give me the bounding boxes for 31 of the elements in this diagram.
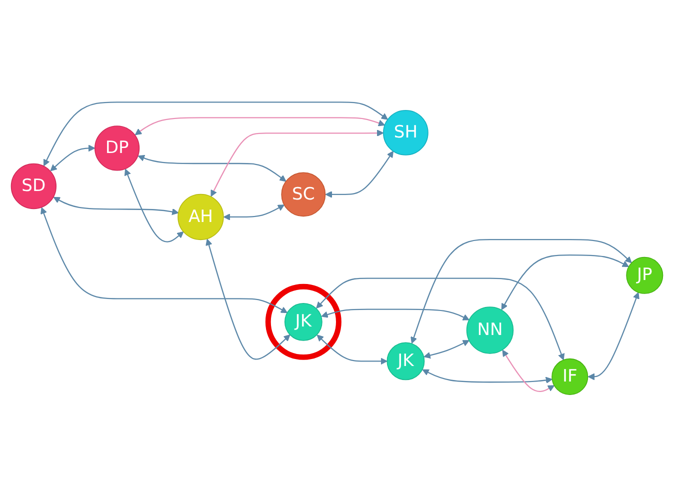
arrow	[316, 278, 565, 360]
node-circle: IF	[552, 358, 588, 396]
arrow	[223, 204, 285, 220]
node-circle: JK	[284, 303, 322, 341]
arrow	[134, 117, 386, 136]
node-circle: AH	[178, 194, 224, 240]
arrow	[316, 334, 388, 365]
node-circle: JP	[626, 257, 664, 294]
node-circle: SC	[281, 172, 326, 217]
arrow	[501, 254, 630, 310]
arrow	[588, 292, 640, 380]
arrow	[502, 350, 555, 392]
arrow	[138, 154, 286, 182]
cluster	[265, 284, 342, 360]
arrow	[53, 196, 179, 216]
arrow	[124, 168, 184, 242]
arrow	[50, 144, 96, 172]
arrow	[325, 150, 394, 198]
node-circle: JK	[386, 342, 425, 380]
arrow	[424, 340, 470, 359]
arrow	[206, 238, 290, 360]
node-circle: SH	[383, 110, 428, 156]
node-circle: NN	[466, 306, 514, 354]
node-circle: SD	[10, 164, 56, 210]
arrow	[40, 207, 288, 314]
arrow	[422, 369, 552, 384]
arrow	[410, 239, 632, 344]
node-circle: DP	[94, 126, 140, 171]
arrow	[321, 308, 470, 320]
arrow	[43, 102, 388, 166]
arrow	[210, 130, 384, 197]
